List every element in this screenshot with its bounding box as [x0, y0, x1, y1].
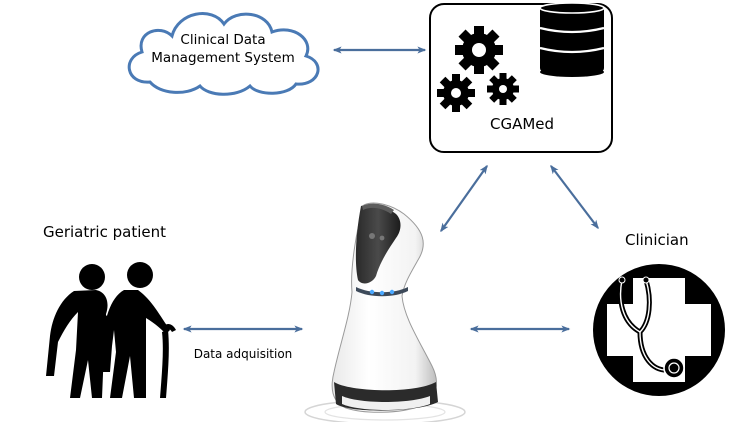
medical-cross-stethoscope-icon [593, 264, 725, 396]
clinician-label: Clinician [625, 231, 689, 249]
patient-node: Geriatric patient [43, 223, 176, 398]
cloud-node: Clinical Data Management System [127, 12, 320, 96]
robot-icon [304, 202, 466, 422]
arrow-robot-server [440, 164, 488, 233]
cloud-icon [127, 12, 320, 96]
server-node: CGAMed [429, 2, 613, 153]
data-acquisition-label: Data adquisition [194, 347, 293, 361]
arrows [182, 46, 599, 333]
robot-head-panel [355, 204, 401, 284]
patient-label: Geriatric patient [43, 223, 166, 241]
arrow-server-clinician [550, 164, 599, 230]
server-label: CGAMed [490, 115, 554, 133]
database-icon [539, 2, 605, 77]
cloud-label-line2: Management System [151, 50, 295, 66]
elderly-couple-icon [46, 262, 176, 398]
clinician-node: Clinician [593, 231, 725, 396]
gears-icon [437, 26, 519, 112]
cloud-label-line1: Clinical Data [180, 32, 265, 48]
